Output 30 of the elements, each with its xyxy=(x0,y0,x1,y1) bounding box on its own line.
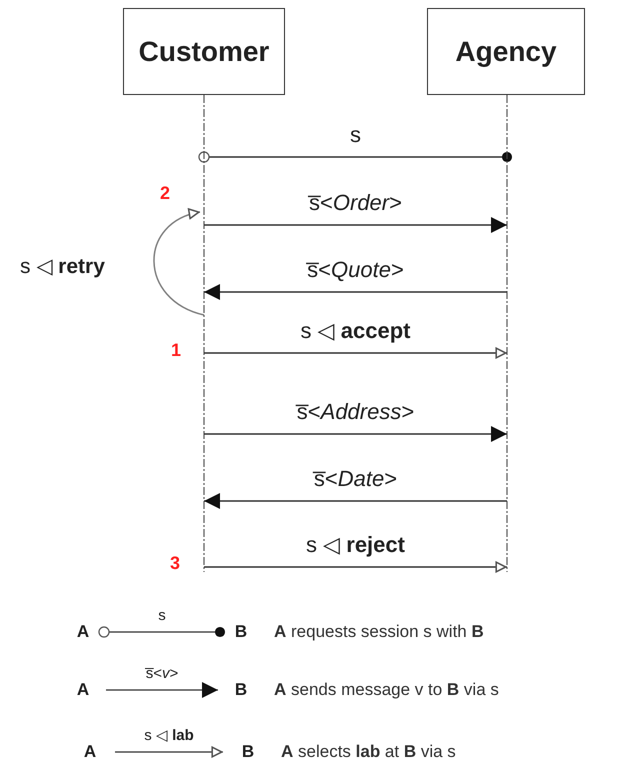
session-connector xyxy=(98,626,226,638)
step-number: 3 xyxy=(170,554,180,572)
step-number: 1 xyxy=(171,341,182,359)
participant-letter: A xyxy=(79,740,101,764)
arrow xyxy=(106,682,218,698)
legend-description: A sends message v to B via s xyxy=(274,679,499,701)
arrow xyxy=(204,347,507,359)
arrow xyxy=(115,746,223,758)
participant-letter: A xyxy=(72,620,94,644)
participant-box: Customer xyxy=(123,8,285,95)
edge-label: s ◁ lab xyxy=(144,728,194,743)
participant-letter: A xyxy=(72,678,94,702)
participant-letter: B xyxy=(230,620,252,644)
legend-description: A selects lab at B via s xyxy=(281,741,456,763)
participant-letter: B xyxy=(230,678,252,702)
arrow xyxy=(204,217,507,233)
legend-description: A requests session s with B xyxy=(274,621,484,643)
edge-label: s ◁ retry xyxy=(20,256,105,277)
arrow xyxy=(204,493,507,509)
session-connector xyxy=(198,151,512,163)
participant-box: Agency xyxy=(427,8,585,95)
edge-label: s̅<v> xyxy=(146,666,178,681)
edge-label: s̅<Quote> xyxy=(307,259,404,281)
arrow xyxy=(204,284,507,300)
edge-label: s ◁ reject xyxy=(306,534,405,556)
participant-letter: B xyxy=(237,740,259,764)
arrow xyxy=(153,209,204,316)
arrow xyxy=(204,426,507,442)
step-number: 2 xyxy=(160,184,170,202)
arrow xyxy=(204,561,507,573)
